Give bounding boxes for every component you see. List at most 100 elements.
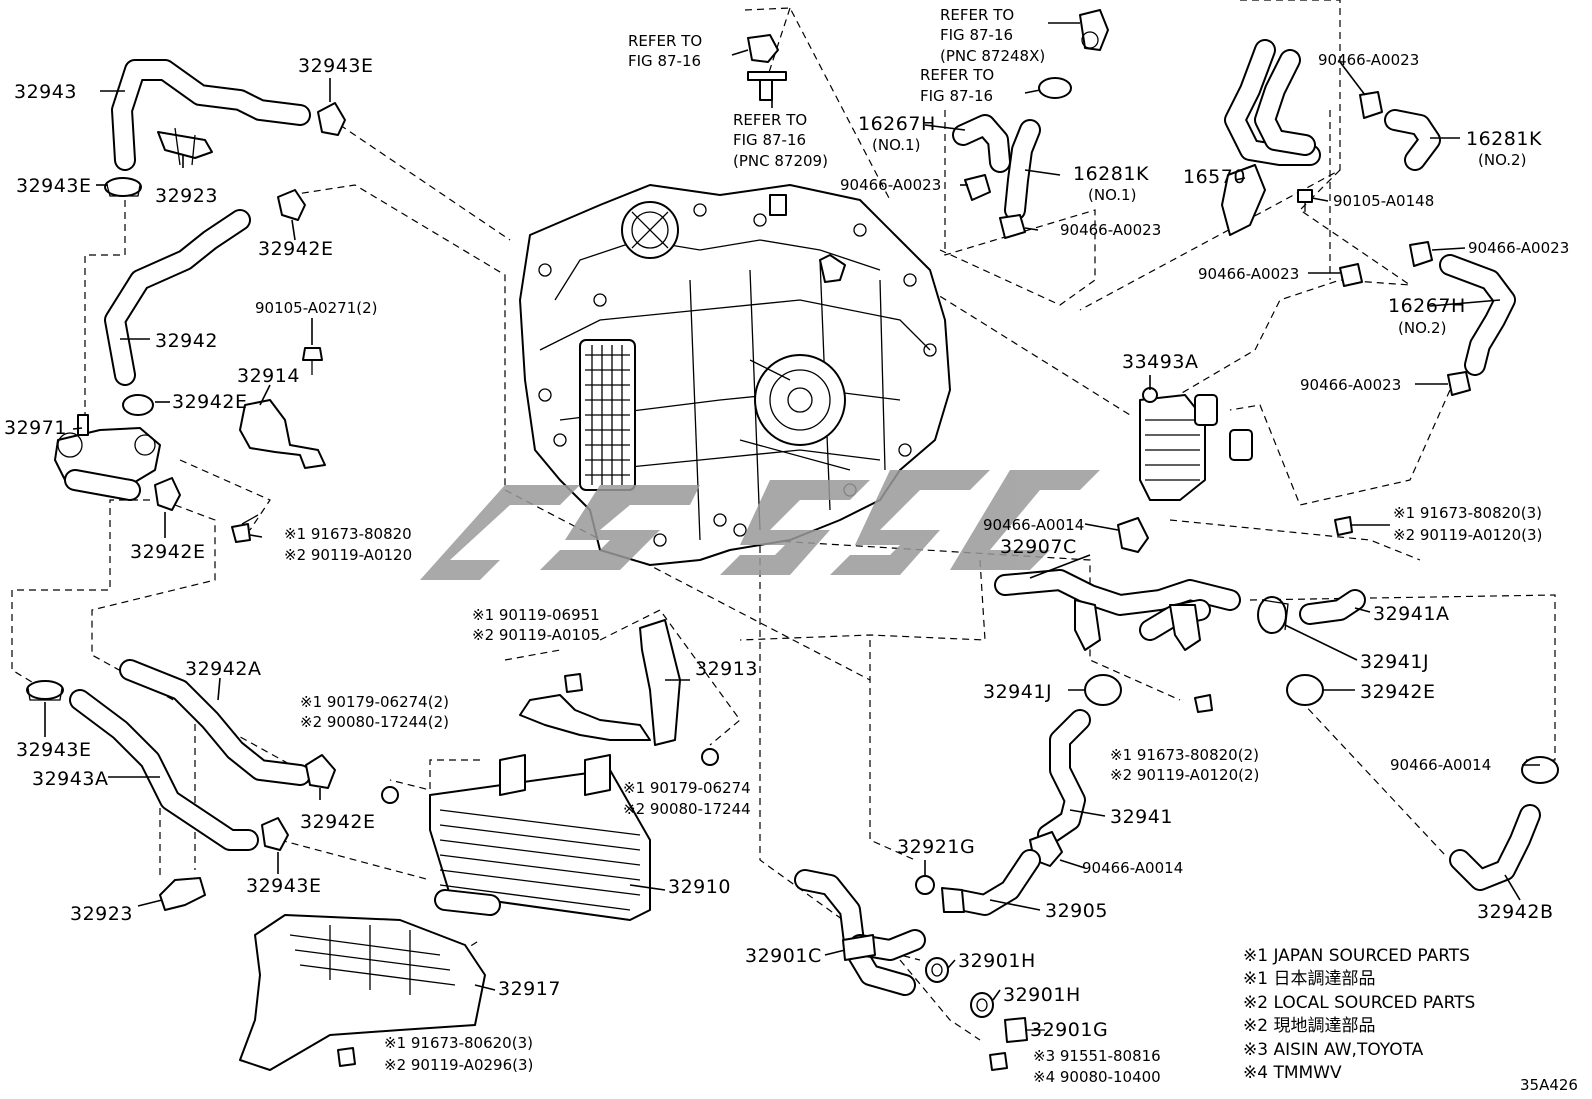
fitting-refer-87-16-b bbox=[1079, 9, 1109, 51]
label-91673-80620: ※1 91673-80620(3) bbox=[384, 1034, 533, 1052]
hose-32943 bbox=[111, 59, 311, 171]
pipe-32901C bbox=[794, 869, 926, 996]
note-5: ※3 AISIN AW,TOYOTA bbox=[1243, 1040, 1424, 1060]
clamp-32943E-4 bbox=[261, 817, 289, 851]
figure-code: 35A426 bbox=[1520, 1076, 1578, 1094]
label-16570: 16570 bbox=[1183, 166, 1246, 188]
pipe-16570 bbox=[1221, 39, 1321, 236]
label-32907C: 32907C bbox=[1000, 536, 1077, 558]
bracket-32914 bbox=[239, 399, 326, 469]
label-91673-80820-2: ※1 91673-80820(2) bbox=[1110, 746, 1259, 764]
label-91673-80820-3: ※1 91673-80820(3) bbox=[1393, 504, 1542, 522]
bolt-32901G bbox=[1004, 1017, 1045, 1043]
clamp-90466-A0023-d bbox=[1409, 241, 1433, 267]
note-1: ※1 JAPAN SOURCED PARTS bbox=[1243, 946, 1470, 966]
fitting-refer-87-16-a bbox=[747, 34, 787, 101]
label-32941: 32941 bbox=[1110, 806, 1173, 828]
label-32942B: 32942B bbox=[1477, 901, 1553, 923]
clamp-90466-A0023-f bbox=[1447, 371, 1471, 396]
clamp-32943E-left bbox=[104, 177, 142, 197]
pipe-32907C bbox=[994, 569, 1241, 651]
valve-32971 bbox=[54, 414, 161, 501]
bracket-32923-top bbox=[157, 127, 213, 166]
clamp-90466-A0023-a bbox=[964, 174, 991, 201]
label-32943E-top: 32943E bbox=[298, 55, 373, 77]
label-32914: 32914 bbox=[237, 365, 300, 387]
label-32942E-4: 32942E bbox=[300, 811, 375, 833]
label-refer-2a: REFER TO bbox=[733, 111, 807, 129]
label-90179-06274-2: ※1 90179-06274(2) bbox=[300, 693, 449, 711]
label-90119-06951: ※1 90119-06951 bbox=[472, 606, 600, 624]
label-32923-top: 32923 bbox=[155, 185, 218, 207]
leader-lines bbox=[44, 22, 1540, 1031]
label-90179-06274: ※1 90179-06274 bbox=[623, 779, 751, 797]
bracket-32913 bbox=[519, 619, 681, 746]
label-90466-A0023-a: 90466-A0023 bbox=[840, 176, 941, 194]
note-2: ※1 日本調達部品 bbox=[1243, 969, 1375, 989]
label-90466-A0023-e: 90466-A0023 bbox=[1198, 265, 1299, 283]
part-labels: 32943 32943E 32943E 32923 32942E 32942 9… bbox=[4, 6, 1569, 1086]
label-32901H-b: 32901H bbox=[1003, 984, 1081, 1006]
clamp-32942E-1 bbox=[277, 189, 306, 221]
note-3: ※2 LOCAL SOURCED PARTS bbox=[1243, 993, 1475, 1013]
label-32905: 32905 bbox=[1045, 900, 1108, 922]
bracket-32923-bottom bbox=[159, 877, 206, 911]
hose-16267H-no1 bbox=[952, 114, 1011, 173]
bolt-90105-A0148 bbox=[1297, 189, 1313, 212]
label-16281K-no2: 16281K bbox=[1466, 128, 1542, 150]
label-32901C: 32901C bbox=[745, 945, 822, 967]
label-90466-A0023-c: 90466-A0023 bbox=[1318, 51, 1419, 69]
label-refer-2c: (PNC 87209) bbox=[733, 152, 828, 170]
label-90119-A0120: ※2 90119-A0120 bbox=[284, 546, 412, 564]
bolt-90179-06274 bbox=[701, 748, 719, 766]
clamp-90466-A0014-b bbox=[1521, 756, 1559, 784]
label-refer-2b: FIG 87-16 bbox=[733, 131, 806, 149]
label-32901G: 32901G bbox=[1030, 1019, 1108, 1041]
washer-32901H-b bbox=[970, 992, 994, 1018]
label-32942E-2: 32942E bbox=[172, 391, 247, 413]
bolt-90119-06951 bbox=[564, 673, 583, 693]
pipe-32905 bbox=[941, 849, 1041, 916]
label-16267H-no1: 16267H bbox=[858, 113, 936, 135]
clamp-32943E-3 bbox=[26, 680, 64, 701]
label-91673-80820: ※1 91673-80820 bbox=[284, 525, 412, 543]
label-16281K-no1: 16281K bbox=[1073, 163, 1149, 185]
washer-32901H-a bbox=[925, 957, 949, 983]
label-90119-A0120-3: ※2 90119-A0120(3) bbox=[1393, 526, 1542, 544]
label-90119-A0296: ※2 90119-A0296(3) bbox=[384, 1056, 533, 1074]
hose-32942A bbox=[119, 659, 311, 786]
note-6: ※4 TMMWV bbox=[1243, 1063, 1342, 1083]
label-32901H-a: 32901H bbox=[958, 950, 1036, 972]
label-32941J-right: 32941J bbox=[1360, 651, 1429, 673]
label-90119-A0105: ※2 90119-A0105 bbox=[472, 626, 600, 644]
hose-16281K-no2 bbox=[1384, 109, 1441, 171]
label-90466-A0014-b: 90466-A0014 bbox=[1390, 756, 1491, 774]
cooler-33493A bbox=[1139, 387, 1253, 501]
label-90466-A0023-b: 90466-A0023 bbox=[1060, 221, 1161, 239]
oring-32921G bbox=[915, 875, 935, 895]
clamp-90466-A0014-a bbox=[1117, 517, 1149, 553]
label-90466-A0023-f: 90466-A0023 bbox=[1300, 376, 1401, 394]
label-32923-bottom: 32923 bbox=[70, 903, 133, 925]
bolt-91673-80620 bbox=[337, 1047, 356, 1067]
label-32917: 32917 bbox=[498, 978, 561, 1000]
hose-16281K-no1 bbox=[1004, 119, 1041, 221]
hose-32941A bbox=[1299, 589, 1366, 625]
hose-32943A bbox=[69, 689, 259, 851]
clamp-32942E-right bbox=[1286, 674, 1324, 706]
note-4: ※2 現地調達部品 bbox=[1243, 1016, 1375, 1036]
bolt-90105-A0271 bbox=[302, 347, 323, 375]
transmission-assembly bbox=[519, 184, 951, 566]
clamp-32943E-top bbox=[317, 102, 346, 136]
label-refer-4b: FIG 87-16 bbox=[920, 87, 993, 105]
bolt-90179-06274-2 bbox=[381, 786, 399, 804]
label-32913: 32913 bbox=[695, 658, 758, 680]
clamp-32941J-right bbox=[1257, 596, 1289, 634]
label-refer-3b: FIG 87-16 bbox=[940, 26, 1013, 44]
label-32942E-3: 32942E bbox=[130, 541, 205, 563]
label-16267H-no1-sub: (NO.1) bbox=[872, 136, 920, 154]
label-32942: 32942 bbox=[155, 330, 218, 352]
clamp-32942E-3 bbox=[154, 477, 181, 511]
watermark-logo bbox=[420, 470, 1100, 580]
hose-32942B bbox=[1449, 804, 1541, 891]
